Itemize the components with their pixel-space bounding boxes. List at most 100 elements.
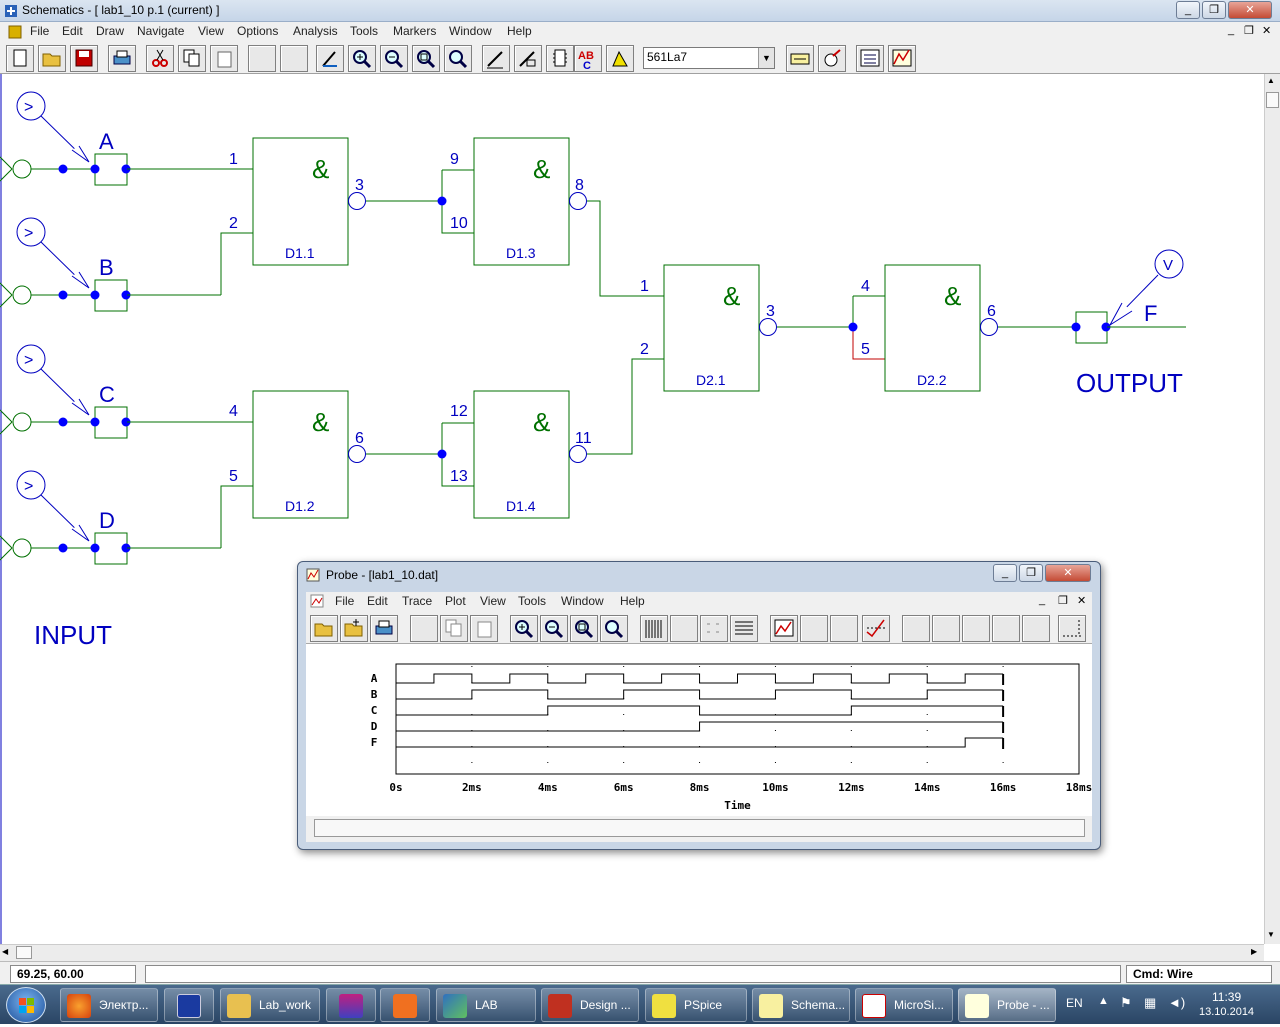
get-part-icon[interactable] <box>546 45 574 72</box>
scroll-up-icon[interactable]: ▲ <box>1267 76 1275 85</box>
task-pspice[interactable]: PSpice <box>645 988 747 1022</box>
volume-icon[interactable]: ◄) <box>1168 995 1186 1010</box>
task-microsim[interactable]: MicroSi... <box>855 988 953 1022</box>
fourier-icon[interactable] <box>700 615 728 642</box>
gate-d2-2[interactable]: & D2.2 4 5 6 <box>861 264 998 392</box>
task-design[interactable]: Design ... <box>541 988 639 1022</box>
probe-maximize-button[interactable]: ❐ <box>1019 564 1043 582</box>
attribute-icon[interactable] <box>786 45 814 72</box>
blank-icon[interactable] <box>1022 615 1050 642</box>
copy-icon[interactable] <box>178 45 206 72</box>
task-explorer[interactable]: Lab_work <box>220 988 320 1022</box>
probe-menu-file[interactable]: File <box>335 594 355 608</box>
log-y-icon[interactable] <box>730 615 758 642</box>
zoom-area-icon[interactable] <box>570 615 598 642</box>
append-icon[interactable] <box>340 615 368 642</box>
zoom-out-icon[interactable] <box>380 45 408 72</box>
doc-close-button[interactable]: ✕ <box>1262 25 1272 37</box>
open-icon[interactable] <box>38 45 66 72</box>
scroll-down-icon[interactable]: ▼ <box>1267 930 1275 939</box>
blank-icon[interactable] <box>962 615 990 642</box>
clock-time[interactable]: 11:39 <box>1212 990 1242 1004</box>
print-icon[interactable] <box>108 45 136 72</box>
probe-menu-edit[interactable]: Edit <box>367 594 388 608</box>
menu-options[interactable]: Options <box>237 24 279 38</box>
blank-icon[interactable] <box>670 615 698 642</box>
blank-icon[interactable] <box>992 615 1020 642</box>
gate-d1-4[interactable]: & D1.4 12 13 11 <box>450 390 592 519</box>
gate-d1-1[interactable]: & D1.1 1 2 3 <box>229 137 366 266</box>
blank-icon[interactable] <box>902 615 930 642</box>
paste-icon[interactable] <box>210 45 238 72</box>
probe-menu-plot[interactable]: Plot <box>445 594 466 608</box>
scroll-thumb[interactable] <box>1266 92 1279 108</box>
menu-window[interactable]: Window <box>449 24 492 38</box>
gate-d1-3[interactable]: & D1.3 9 10 8 <box>450 137 587 266</box>
output-port-f[interactable]: F V <box>998 249 1186 344</box>
chevron-down-icon[interactable]: ▼ <box>758 48 774 68</box>
task-lab[interactable]: LAB <box>436 988 536 1022</box>
save-icon[interactable] <box>70 45 98 72</box>
zoom-area-icon[interactable] <box>412 45 440 72</box>
input-port-b[interactable]: > B <box>0 217 221 312</box>
voltage-marker-icon[interactable] <box>1154 249 1184 279</box>
add-trace-icon[interactable] <box>770 615 798 642</box>
zoom-fit-icon[interactable] <box>600 615 628 642</box>
probe-menu-trace[interactable]: Trace <box>402 594 433 608</box>
menu-tools[interactable]: Tools <box>350 24 379 38</box>
new-icon[interactable] <box>6 45 34 72</box>
cursor-icon[interactable] <box>862 615 890 642</box>
copy-icon[interactable] <box>440 615 468 642</box>
digital-marker-icon[interactable] <box>16 344 46 374</box>
blank-icon[interactable] <box>410 615 438 642</box>
probe-icon[interactable] <box>888 45 916 72</box>
doc-minimize-button[interactable]: _ <box>1228 24 1235 36</box>
probe-window[interactable]: Probe - [lab1_10.dat] _ ❐ ✕ File Edit Tr… <box>297 561 1101 850</box>
simulate-icon[interactable] <box>606 45 634 72</box>
task-firefox[interactable]: Электр... <box>60 988 158 1022</box>
input-port-c[interactable]: > C <box>0 344 253 439</box>
clock-date[interactable]: 13.10.2014 <box>1199 1006 1255 1018</box>
setup-icon[interactable] <box>856 45 884 72</box>
blank-icon[interactable] <box>932 615 960 642</box>
scroll-right-icon[interactable]: ▶ <box>1251 947 1258 956</box>
menu-file[interactable]: File <box>30 24 50 38</box>
scroll-left-icon[interactable]: ◀ <box>2 947 9 956</box>
menu-help[interactable]: Help <box>507 24 532 38</box>
menu-markers[interactable]: Markers <box>393 24 437 38</box>
maximize-button[interactable]: ❐ <box>1202 1 1226 19</box>
draw-block-icon[interactable] <box>514 45 542 72</box>
wire-icon[interactable] <box>316 45 344 72</box>
probe-menu-view[interactable]: View <box>480 594 506 608</box>
zoom-in-icon[interactable] <box>510 615 538 642</box>
menu-draw[interactable]: Draw <box>96 24 125 38</box>
blank-icon[interactable] <box>248 45 276 72</box>
cut-icon[interactable] <box>146 45 174 72</box>
tray-arrow-icon[interactable]: ▲ <box>1098 995 1109 1007</box>
language-indicator[interactable]: EN <box>1066 996 1083 1010</box>
blank-icon[interactable] <box>830 615 858 642</box>
horizontal-scrollbar[interactable]: ◀ ▶ <box>0 944 1264 961</box>
menu-view[interactable]: View <box>198 24 224 38</box>
vertical-scrollbar[interactable]: ▲ ▼ <box>1264 74 1280 944</box>
task-probe[interactable]: Probe - ... <box>958 988 1056 1022</box>
zoom-fit-icon[interactable] <box>444 45 472 72</box>
probe-menu-window[interactable]: Window <box>561 594 604 608</box>
zoom-in-icon[interactable] <box>348 45 376 72</box>
digital-marker-icon[interactable] <box>16 217 46 247</box>
part-combo[interactable]: 561La7▼ <box>643 47 775 69</box>
close-button[interactable]: ✕ <box>1228 1 1272 19</box>
doc-restore-button[interactable]: ❐ <box>1244 25 1254 37</box>
mark-label-icon[interactable] <box>1058 615 1086 642</box>
flag-icon[interactable]: ⚑ <box>1120 995 1132 1010</box>
draw-bus-icon[interactable] <box>482 45 510 72</box>
probe-doc-close[interactable]: ✕ <box>1077 595 1087 607</box>
blank-icon[interactable] <box>280 45 308 72</box>
probe-minimize-button[interactable]: _ <box>993 564 1017 582</box>
input-port-a[interactable]: > A <box>0 91 253 186</box>
symbol-editor-icon[interactable] <box>818 45 846 72</box>
probe-doc-minimize[interactable]: _ <box>1039 594 1046 606</box>
